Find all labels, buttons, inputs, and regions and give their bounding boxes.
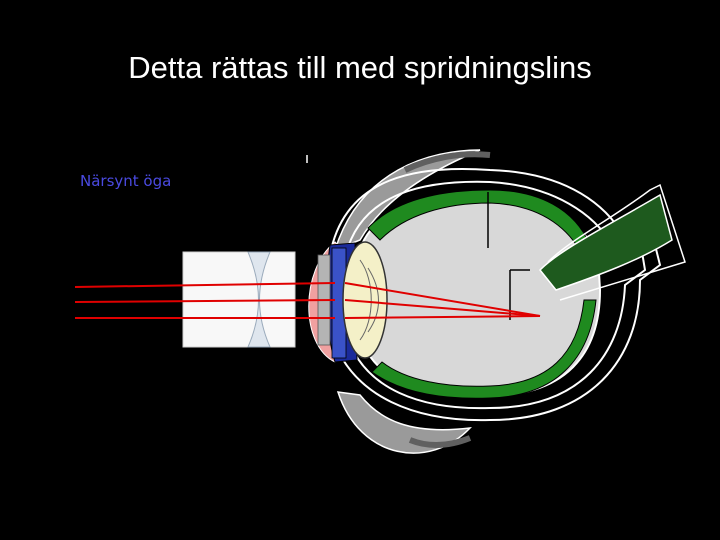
light-ray-2 — [75, 300, 335, 302]
eye-type-label: Närsynt öga — [80, 172, 171, 190]
